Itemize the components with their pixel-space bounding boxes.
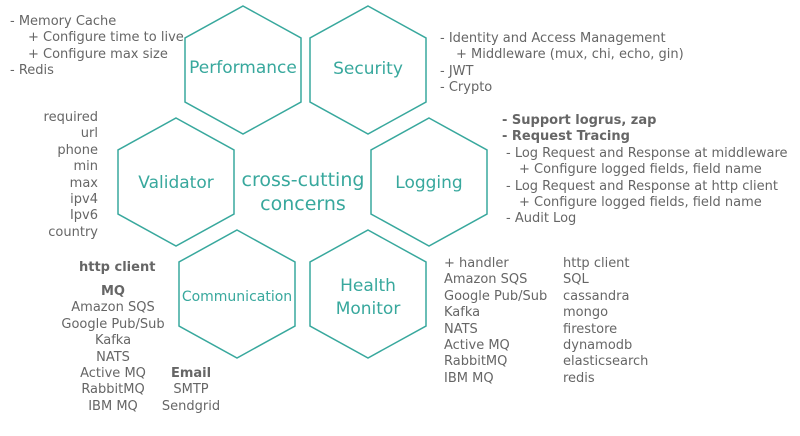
center-title-line2: concerns (260, 193, 346, 215)
validator-notes: required url phone min max ipv4 Ipv6 cou… (20, 110, 98, 241)
validator-rule: country (48, 224, 98, 240)
health-item: dynamodb (563, 338, 633, 354)
health-item: Amazon SQS (444, 272, 528, 288)
health-item: redis (563, 370, 595, 386)
logging-note: - Log Request and Response at middleware (506, 145, 788, 161)
health-item: IBM MQ (444, 370, 494, 386)
security-note: + Middleware (mux, chi, echo, gin) (456, 47, 684, 63)
health-item: Kafka (444, 305, 481, 321)
center-title-line1: cross-cutting (242, 169, 365, 191)
logging-note: - Support logrus, zap (502, 113, 657, 128)
health-item: elasticsearch (563, 354, 649, 370)
performance-hexagon (184, 5, 302, 135)
health-item: mongo (563, 305, 609, 321)
security-note: - Identity and Access Management (440, 31, 666, 46)
mq-item: Amazon SQS (71, 300, 155, 316)
health-monitor-label-line2: Monitor (336, 299, 401, 319)
mq-item: RabbitMQ (81, 382, 145, 398)
health-item: http client (563, 256, 630, 271)
logging-hexagon (370, 117, 488, 247)
mq-item: IBM MQ (88, 398, 138, 414)
mq-item: Google Pub/Sub (61, 316, 165, 332)
performance-note: + Configure time to live (28, 30, 184, 46)
security-notes: - Identity and Access Management + Middl… (440, 31, 684, 97)
health-item: Active MQ (444, 338, 510, 354)
health-item: cassandra (563, 288, 630, 304)
logging-note: + Configure logged fields, field name (519, 162, 762, 178)
health-item: NATS (444, 321, 478, 337)
health-item: firestore (563, 321, 618, 337)
logging-note: - Request Tracing (502, 129, 630, 145)
email-heading: Email (170, 366, 212, 381)
health-monitor-hexagon (309, 229, 427, 359)
validator-rule: required (43, 110, 98, 125)
validator-hexagon (117, 117, 235, 247)
logging-note: - Log Request and Response at http clien… (506, 178, 778, 194)
mq-heading: MQ (101, 284, 125, 299)
validator-rule: ipv4 (70, 192, 98, 208)
performance-label: Performance (189, 58, 297, 78)
health-item: RabbitMQ (444, 354, 508, 370)
health-item: + handler (444, 256, 509, 271)
logging-note: + Configure logged fields, field name (519, 195, 762, 211)
mq-item: NATS (96, 349, 130, 365)
validator-rule: min (73, 159, 98, 175)
mq-item: Kafka (94, 333, 132, 349)
logging-label: Logging (395, 173, 462, 193)
health-item: SQL (563, 272, 589, 288)
validator-rule: max (69, 175, 98, 191)
health-item: Google Pub/Sub (444, 288, 548, 304)
validator-rule: phone (57, 142, 98, 158)
performance-notes: - Memory Cache + Configure time to live … (10, 14, 184, 80)
security-note: - JWT (440, 63, 474, 79)
communication-email-list: Email SMTP Sendgrid (158, 366, 224, 415)
communication-mq-list: MQ Amazon SQS Google Pub/Sub Kafka NATS … (50, 284, 176, 415)
security-label: Security (333, 59, 403, 79)
security-hexagon (309, 5, 427, 135)
performance-note: + Configure max size (28, 46, 168, 62)
communication-http-client: http client (79, 260, 156, 275)
performance-note: - Redis (10, 63, 54, 79)
email-item: Sendgrid (161, 398, 221, 414)
health-monitor-notes-col1: + handler Amazon SQS Google Pub/Sub Kafk… (444, 256, 547, 387)
logging-notes: - Support logrus, zap - Request Tracing … (500, 113, 788, 228)
communication-hexagon (178, 229, 296, 359)
logging-note: - Audit Log (506, 211, 577, 227)
performance-note: - Memory Cache (10, 14, 117, 29)
email-item: SMTP (173, 382, 209, 398)
validator-rule: Ipv6 (69, 208, 98, 224)
health-monitor-notes-col2: http client SQL cassandra mongo firestor… (563, 256, 648, 387)
mq-item: Active MQ (80, 366, 146, 382)
validator-rule: url (80, 126, 98, 142)
health-monitor-label-line1: Health (340, 276, 396, 296)
communication-label: Communication (182, 289, 292, 305)
security-note: - Crypto (440, 80, 493, 96)
validator-label: Validator (138, 173, 213, 193)
